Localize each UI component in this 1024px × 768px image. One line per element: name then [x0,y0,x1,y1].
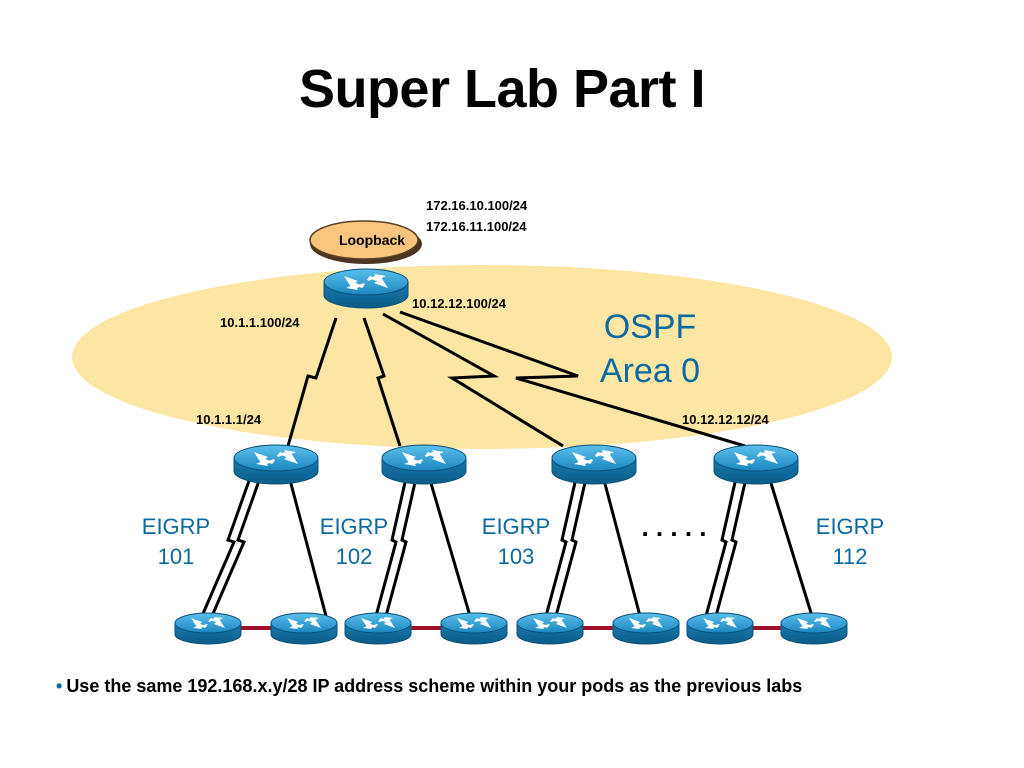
loopback-address-2: 172.16.11.100/24 [426,219,527,234]
pod1-protocol-label: EIGRP [142,514,210,539]
pod12-protocol-label: EIGRP [816,514,884,539]
pod1-access-router-b-icon [270,612,338,645]
loopback-address-1: 172.16.10.100/24 [426,198,528,213]
pod1-serial-left [210,477,262,617]
pod2-router-icon [381,444,467,485]
pod3-access-router-a-icon [516,612,584,645]
pod1-ip-label: 10.1.1.1/24 [196,412,262,427]
pod1-router-icon [233,444,319,485]
serial-link-core-pod12 [399,310,746,448]
pod2-serial-left-b [374,477,408,617]
bullet-text: Use the same 192.168.x.y/28 IP address s… [66,676,803,696]
pod3-access-router-b-icon [612,612,680,645]
pod12-router-icon [713,444,799,485]
pod1-as-label: 101 [158,544,195,569]
pod2-protocol-label: EIGRP [320,514,388,539]
serial-link-core-pod1 [286,317,338,447]
pod3-as-label: 103 [498,544,535,569]
pod2-access-router-a-icon [344,612,412,645]
pod1-access-router-a-icon [174,612,242,645]
ospf-label: OSPF [604,308,697,346]
pod12-link-right [768,479,814,617]
ospf-area-ellipse [72,265,892,449]
loopback-interface [309,220,422,264]
slide-title: Super Lab Part I [298,59,706,119]
core-right-ip-label: 10.12.12.100/24 [412,296,507,311]
pod3-serial-left-b [544,477,578,617]
core-left-ip-label: 10.1.1.100/24 [220,315,300,330]
pod3-router-icon [551,444,637,485]
pod2-serial-right [428,479,472,617]
serial-link-core-pod3 [382,312,564,448]
core-router-icon [323,268,409,309]
pod3-serial-left [554,477,588,617]
ospf-area-label: Area 0 [600,352,700,390]
pod1-link-right [288,479,328,617]
pod2-serial-left [384,477,418,617]
pod12-serial-left-b [704,477,738,617]
pod12-serial-left [714,477,748,617]
loopback-label: Loopback [339,232,405,248]
pod-last-ip-label: 10.12.12.12/24 [682,412,770,427]
pod12-access-router-a-icon [686,612,754,645]
pod2-access-router-b-icon [440,612,508,645]
ellipsis-dots: . . . . . [641,512,706,542]
pod3-link-right [602,479,642,617]
pod3-protocol-label: EIGRP [482,514,550,539]
pod2-as-label: 102 [336,544,373,569]
pod1-serial-left-b [200,477,252,617]
pod12-access-router-b-icon [780,612,848,645]
pod12-as-label: 112 [832,544,867,569]
serial-link-core-pod2 [362,317,402,447]
bullet-note: •Use the same 192.168.x.y/28 IP address … [56,676,1016,697]
bullet-dot: • [56,676,63,696]
